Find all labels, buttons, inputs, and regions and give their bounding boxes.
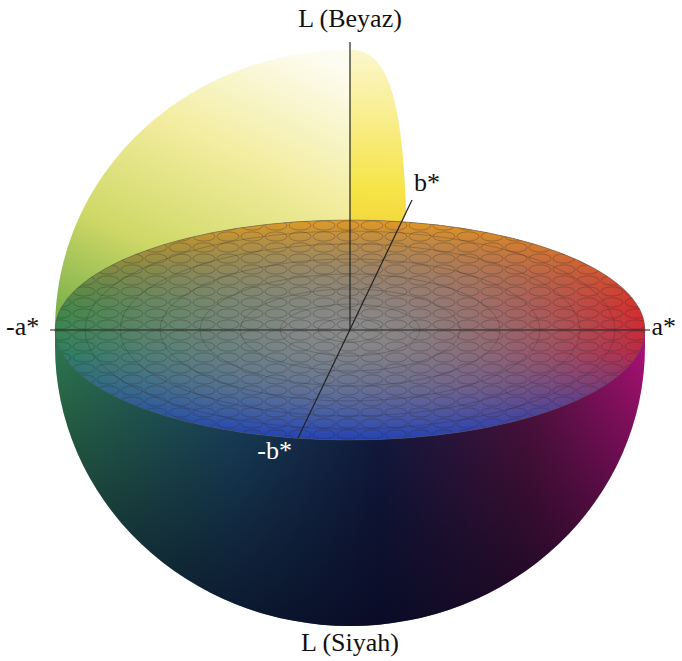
axis-label: -a* <box>6 312 39 342</box>
axis-label: b* <box>414 168 440 198</box>
axis-label: a* <box>651 312 676 342</box>
axis-label-bottom: L (Siyah) <box>301 628 399 658</box>
axis-label-top: L (Beyaz) <box>298 4 402 34</box>
axis-label: -b* <box>257 436 292 466</box>
